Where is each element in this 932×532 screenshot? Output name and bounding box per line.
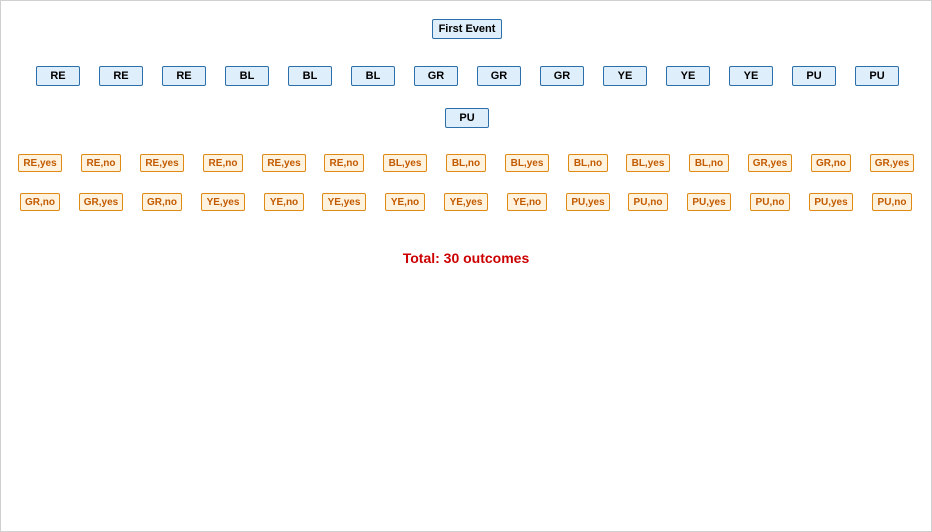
- outcome-node: YE,no: [264, 193, 304, 211]
- event-node-bl: BL: [225, 66, 269, 86]
- outcome-node: BL,yes: [505, 154, 549, 172]
- outcome-node: YE,yes: [322, 193, 366, 211]
- outcome-node: YE,yes: [201, 193, 245, 211]
- outcome-node: RE,yes: [18, 154, 62, 172]
- outcome-node: PU,no: [872, 193, 912, 211]
- event-node-ye: YE: [603, 66, 647, 86]
- outcome-node: GR,no: [811, 154, 851, 172]
- outcome-node: PU,no: [628, 193, 668, 211]
- event-node-gr: GR: [540, 66, 584, 86]
- outcome-node: GR,no: [20, 193, 60, 211]
- event-node-bl: BL: [351, 66, 395, 86]
- root-event-node: First Event: [432, 19, 502, 39]
- outcome-node: GR,yes: [870, 154, 914, 172]
- outcome-node: YE,no: [385, 193, 425, 211]
- outcome-node: PU,yes: [566, 193, 610, 211]
- outcome-node: YE,yes: [444, 193, 488, 211]
- outcome-node: BL,no: [568, 154, 608, 172]
- event-node-pu: PU: [445, 108, 489, 128]
- outcome-node: BL,no: [446, 154, 486, 172]
- outcome-node: BL,yes: [383, 154, 427, 172]
- outcome-node: RE,yes: [140, 154, 184, 172]
- event-node-re: RE: [99, 66, 143, 86]
- outcome-node: RE,yes: [262, 154, 306, 172]
- event-node-ye: YE: [729, 66, 773, 86]
- event-node-gr: GR: [477, 66, 521, 86]
- outcome-node: BL,no: [689, 154, 729, 172]
- event-node-re: RE: [36, 66, 80, 86]
- outcome-node: GR,yes: [748, 154, 792, 172]
- outcome-node: RE,no: [203, 154, 243, 172]
- event-node-ye: YE: [666, 66, 710, 86]
- outcome-node: BL,yes: [626, 154, 670, 172]
- total-outcomes-label: Total: 30 outcomes: [402, 250, 530, 266]
- outcome-node: YE,no: [507, 193, 547, 211]
- outcome-node: RE,no: [81, 154, 121, 172]
- outcome-node: RE,no: [324, 154, 364, 172]
- event-node-gr: GR: [414, 66, 458, 86]
- event-node-bl: BL: [288, 66, 332, 86]
- outcome-node: PU,yes: [809, 193, 853, 211]
- event-node-pu: PU: [792, 66, 836, 86]
- outcome-node: PU,no: [750, 193, 790, 211]
- outcome-node: PU,yes: [687, 193, 731, 211]
- event-node-re: RE: [162, 66, 206, 86]
- outcome-node: GR,no: [142, 193, 182, 211]
- outcome-node: GR,yes: [79, 193, 123, 211]
- event-node-pu: PU: [855, 66, 899, 86]
